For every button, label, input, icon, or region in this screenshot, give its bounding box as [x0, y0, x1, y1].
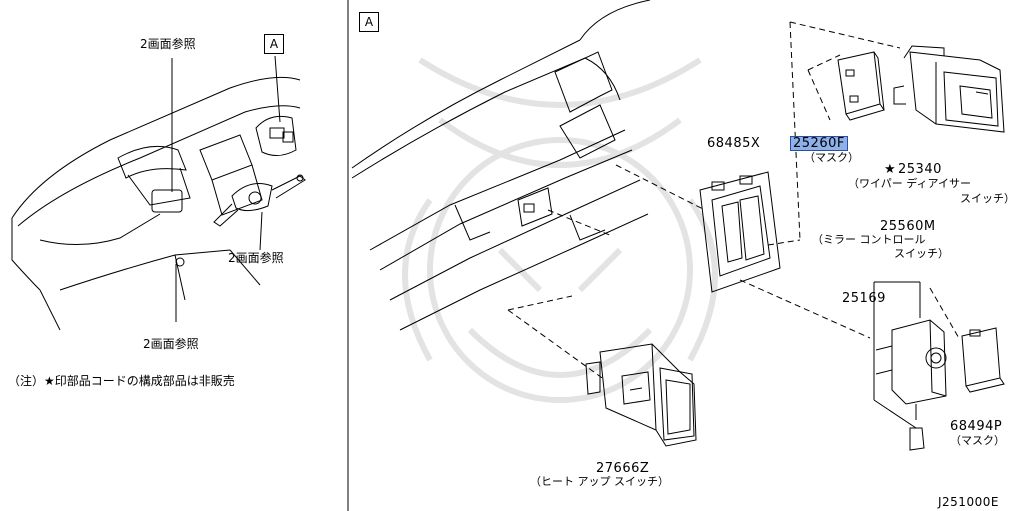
part-number-27666Z: 27666Z: [596, 461, 650, 476]
reference-label-top: 2画面参照: [140, 37, 196, 51]
dashboard-overview-drawing: [11, 55, 306, 331]
section-label-box: A: [264, 34, 284, 54]
switch-25340-drawing: [893, 45, 1005, 133]
reference-label-bottom: 2画面参照: [143, 337, 199, 351]
instrument-panel-cutaway: [351, 0, 961, 381]
diagram-code: J251000E: [938, 495, 999, 509]
bezel-68485X-drawing: [699, 171, 781, 293]
switch-25560M-drawing: [873, 281, 947, 451]
part-number-25260F: 25260F: [790, 136, 848, 151]
part-name-25340: （ワイパー ディアイサー: [848, 177, 971, 190]
part-name-25260F: （マスク）: [804, 151, 859, 164]
part-name-25560M-line2: スイッチ）: [894, 247, 949, 260]
part-prefix-25340: ★: [884, 162, 897, 177]
parts-note: （注）★印部品コードの構成部品は非販売: [8, 374, 235, 388]
reference-label-middle: 2画面参照: [228, 251, 284, 265]
part-name-25560M: （ミラー コントロール: [812, 233, 926, 246]
part-number-68485X: 68485X: [707, 136, 761, 151]
switch-27666Z-drawing: [585, 343, 697, 447]
mask-68494P-drawing: [961, 327, 1005, 393]
part-name-27666Z: （ヒート アップ スイッチ）: [530, 475, 669, 488]
part-number-68494P: 68494P: [950, 419, 1003, 434]
section-label-box-right: A: [359, 12, 379, 32]
part-number-25340: 25340: [898, 162, 942, 177]
mask-25260F-drawing: [837, 51, 885, 121]
part-name-25340-line2: スイッチ）: [960, 192, 1015, 205]
part-number-25169: 25169: [842, 291, 886, 306]
part-number-25560M: 25560M: [880, 219, 936, 234]
watermark-emblem: [402, 57, 718, 403]
part-name-68494P: （マスク）: [950, 434, 1005, 447]
